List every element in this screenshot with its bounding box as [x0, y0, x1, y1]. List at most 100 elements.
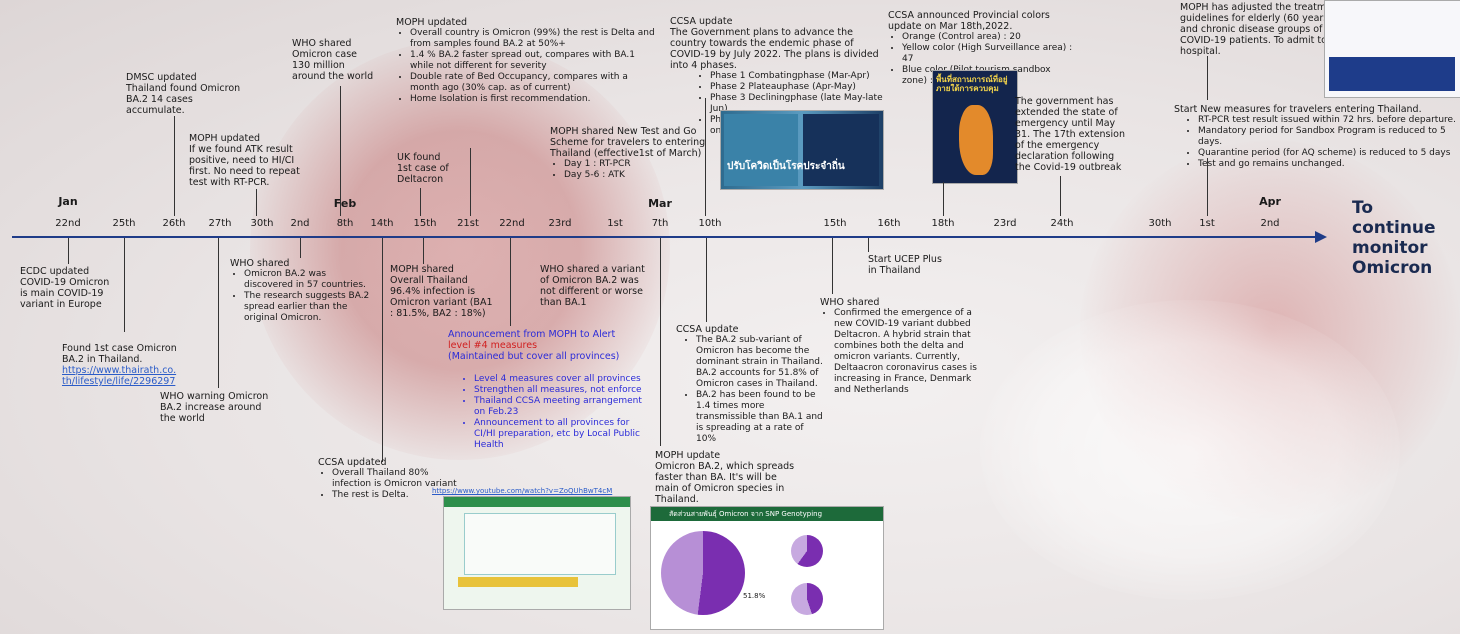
event-uk-deltacron: UK found 1st case of Deltacron [397, 152, 449, 185]
tick-label: 18th [931, 218, 955, 229]
tick-label: 22nd [499, 218, 525, 229]
endemic-poster-image: ปรับโควิดเป็นโรคประจำถิ่น [720, 110, 884, 190]
connector [1060, 176, 1061, 216]
ccsa-ba2-items: The BA.2 sub-variant of Omicron has beco… [676, 335, 826, 445]
list-item: Overall Thailand 80% infection is Omicro… [332, 468, 458, 490]
thailand-map-image: พื้นที่สถานการณ์ที่อยู่ภายใต้การควบคุม [932, 70, 1018, 184]
tick-label: 23rd [548, 218, 572, 229]
table-header [444, 497, 630, 507]
event-travel-measures: Start New measures for travelers enterin… [1174, 104, 1460, 170]
connector [470, 148, 471, 216]
announcement-table-image [443, 496, 631, 610]
news-banner [1329, 57, 1455, 91]
tick-label: 25th [112, 218, 136, 229]
tick-label: 27th [208, 218, 232, 229]
timeline-arrow [1315, 231, 1327, 243]
map-caption: พื้นที่สถานการณ์ที่อยู่ภายใต้การควบคุม [936, 75, 1008, 93]
list-item: Omicron BA.2 was discovered in 57 countr… [244, 269, 370, 291]
connector [68, 238, 69, 264]
list-item: Mandatory period for Sandbox Program is … [1198, 126, 1460, 148]
list-item: Phase 3 Decliningphase (late May-late Ju… [710, 93, 885, 115]
connector [174, 116, 175, 216]
event-moph-ba2: MOPH update Omicron BA.2, which spreads … [655, 450, 795, 505]
list-item: Thailand CCSA meeting arrangement on Feb… [474, 396, 648, 418]
connector [660, 238, 661, 446]
event-ecdc: ECDC updated COVID-19 Omicron is main CO… [20, 266, 110, 310]
poster-caption: ปรับโควิดเป็นโรคประจำถิ่น [727, 161, 845, 172]
list-item: Overall country is Omicron (99%) the res… [410, 28, 656, 50]
event-moph-atk: MOPH updated If we found ATK result posi… [189, 133, 300, 188]
event-moph-96: MOPH shared Overall Thailand 96.4% infec… [390, 264, 493, 319]
report-header [651, 507, 883, 521]
event-who-130m: WHO shared Omicron case 130 million arou… [292, 38, 374, 82]
tick-label: 14th [370, 218, 394, 229]
background-glove [980, 300, 1400, 600]
list-item: Day 1 : RT-PCR [564, 159, 720, 170]
tick-label: 1st [1199, 218, 1215, 229]
poster-left [724, 114, 798, 186]
pie-main [661, 531, 745, 615]
pie-chart-report-image: สัดส่วนสายพันธุ์ Omicron จาก SNP Genotyp… [650, 506, 884, 630]
who57-items: Omicron BA.2 was discovered in 57 countr… [230, 269, 370, 324]
month-label: Mar [648, 197, 672, 210]
tick-label: 2nd [1260, 218, 1280, 229]
pie-small-1 [791, 535, 823, 567]
event-emergency: The government has extended the state of… [1015, 96, 1125, 173]
tick-label: 26th [162, 218, 186, 229]
report-title: สัดส่วนสายพันธุ์ Omicron จาก SNP Genotyp… [669, 510, 823, 518]
tick-label: 7th [651, 218, 669, 229]
connector [423, 238, 424, 264]
month-label: Jan [58, 195, 78, 208]
testgo-items: Day 1 : RT-PCRDay 5-6 : ATK [550, 159, 720, 181]
event-alert-level4: Announcement from MOPH to Alert level #4… [448, 329, 648, 451]
event-moph-updated: MOPH updated Overall country is Omicron … [396, 17, 656, 105]
list-item: RT-PCR test result issued within 72 hrs.… [1198, 115, 1460, 126]
list-item: Quarantine period (for AQ scheme) is red… [1198, 148, 1460, 159]
event-test-and-go: MOPH shared New Test and Go Scheme for t… [550, 126, 720, 181]
event-dmsc: DMSC updated Thailand found Omicron BA.2… [126, 72, 241, 116]
list-item: Orange (Control area) : 20 [902, 32, 1078, 43]
continue-text: To continue monitor Omicron [1352, 198, 1436, 278]
first-case-link[interactable]: https://www.thairath.co. th/lifestyle/li… [62, 365, 177, 387]
connector [943, 182, 944, 216]
moph-items: Overall country is Omicron (99%) the res… [396, 28, 656, 105]
connector [868, 238, 869, 252]
list-item: 1.4 % BA.2 faster spread out, compares w… [410, 50, 656, 72]
table-footer-banner [458, 577, 578, 587]
alert-items: Level 4 measures cover all provincesStre… [448, 374, 648, 451]
list-item: Day 5-6 : ATK [564, 170, 720, 181]
tick-label: 8th [336, 218, 354, 229]
event-deltacron: WHO shared Confirmed the emergence of a … [820, 297, 990, 396]
map-shape [959, 105, 993, 175]
list-item: Level 4 measures cover all provinces [474, 374, 648, 385]
list-item: Announcement to all provinces for CI/HI … [474, 418, 648, 451]
month-label: Apr [1259, 195, 1281, 208]
list-item: Confirmed the emergence of a new COVID-1… [834, 308, 990, 396]
news-thumbnail [1324, 0, 1460, 98]
list-item: BA.2 has been found to be 1.4 times more… [696, 390, 826, 445]
tick-label: 24th [1050, 218, 1074, 229]
month-label: Feb [333, 197, 357, 210]
alert-youtube-link[interactable]: https://www.youtube.com/watch?v=ZoQUhBwT… [432, 487, 613, 495]
connector [420, 188, 421, 216]
connector [218, 238, 219, 388]
tick-label: 30th [1148, 218, 1172, 229]
list-item: Test and go remains unchanged. [1198, 159, 1460, 170]
event-who-warning: WHO warning Omicron BA.2 increase around… [160, 391, 269, 424]
connector [340, 86, 341, 216]
connector [124, 238, 125, 332]
tick-label: 15th [823, 218, 847, 229]
event-ccsa-ba2: CCSA update The BA.2 sub-variant of Omic… [676, 324, 826, 445]
list-item: The BA.2 sub-variant of Omicron has beco… [696, 335, 826, 390]
ccsa80-items: Overall Thailand 80% infection is Omicro… [318, 468, 458, 501]
pie-small-2 [791, 583, 823, 615]
tick-label: 21st [457, 218, 479, 229]
list-item: Phase 2 Plateauphase (Apr-May) [710, 82, 885, 93]
connector [256, 189, 257, 216]
list-item: Home Isolation is first recommendation. [410, 94, 656, 105]
list-item: The rest is Delta. [332, 490, 458, 501]
deltacron-items: Confirmed the emergence of a new COVID-1… [820, 308, 990, 396]
tick-label: 16th [877, 218, 901, 229]
timeline-axis [12, 236, 1317, 238]
tick-label: 22nd [55, 218, 81, 229]
